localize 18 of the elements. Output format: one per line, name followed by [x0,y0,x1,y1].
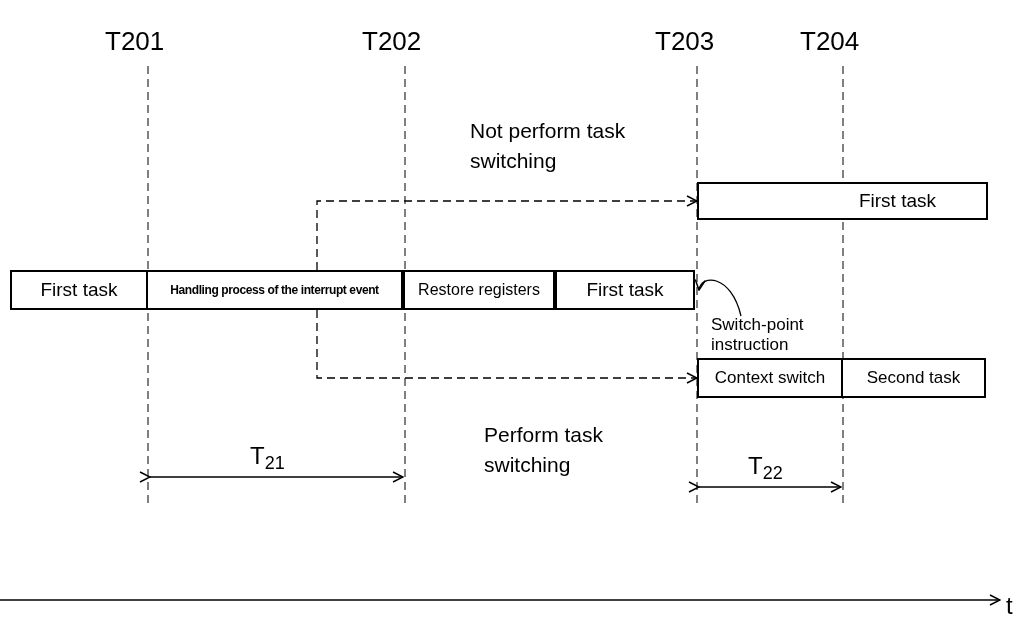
process-box: Second task [841,358,986,398]
leader-line [696,278,742,317]
process-box: First task [555,270,695,310]
time-label: T202 [362,25,422,58]
process-box: First task [697,182,988,220]
dashed-arrow [316,195,698,271]
time-label: T203 [655,25,715,58]
process-box: Restore registers [403,270,555,310]
process-box: First task [10,270,148,310]
dashed-arrow [316,309,698,384]
time-label: T201 [105,25,165,58]
process-box: Handling process of the interrupt event [146,270,403,310]
process-box: Context switch [697,358,843,398]
duration-label: T$_{21}$ [250,441,285,474]
duration-label: T$_{22}$ [748,451,783,484]
axis-label: t [1006,591,1013,617]
time-label: T204 [800,25,860,58]
annotation-text: Switch-point instruction [711,314,841,356]
